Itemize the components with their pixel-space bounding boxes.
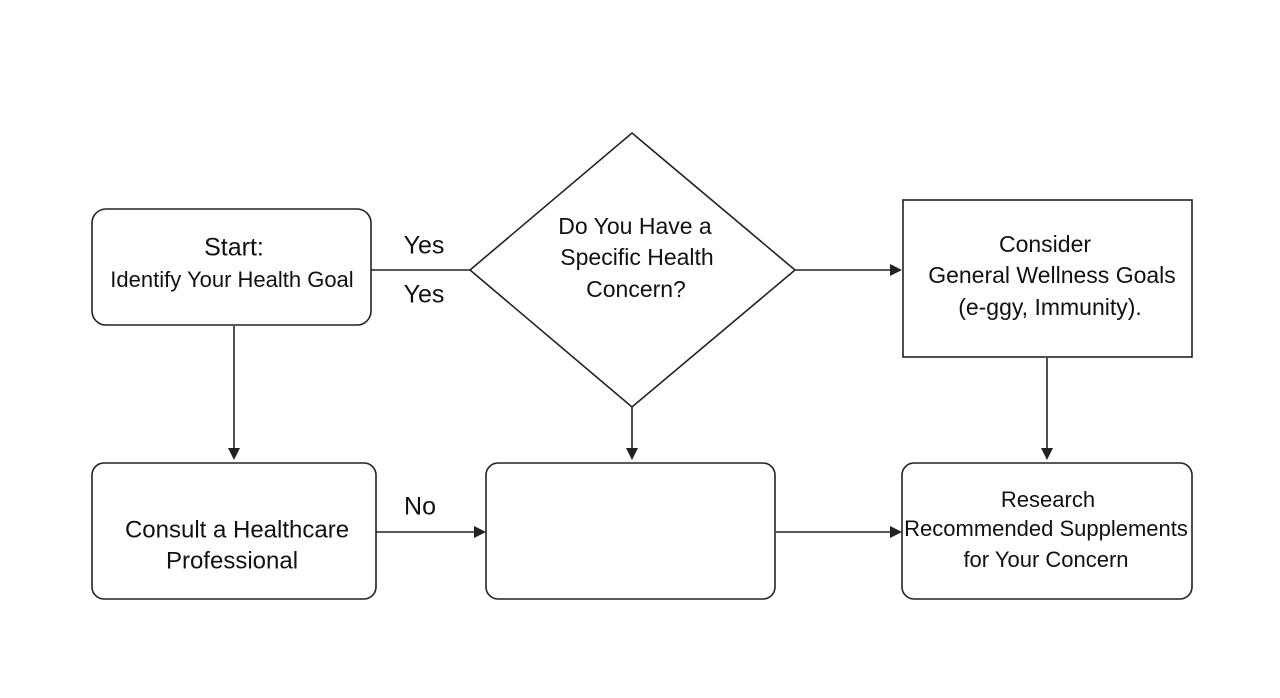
node-start-line-1: Start: bbox=[204, 234, 264, 262]
node-decision-line-2: Specific Health bbox=[560, 244, 713, 270]
edge-label-no: No bbox=[404, 493, 436, 521]
node-decision-line-1: Do You Have a bbox=[558, 213, 712, 239]
node-start-line-2: Identify Your Health Goal bbox=[110, 267, 353, 292]
edge-label-yes-top: Yes bbox=[404, 232, 445, 260]
node-consult-line-1: Consult a Healthcare bbox=[125, 516, 349, 543]
node-wellness-line-3: (e-ggy, Immunity). bbox=[958, 294, 1142, 320]
node-decision: Do You Have a Specific Health Concern? bbox=[468, 131, 797, 409]
node-consult-line-2: Professional bbox=[166, 547, 298, 574]
node-consult: Consult a Healthcare Professional bbox=[91, 462, 377, 600]
node-research: Research Recommended Supplements for You… bbox=[901, 462, 1193, 600]
node-start: Start: Identify Your Health Goal bbox=[91, 208, 372, 326]
edge-label-yes-bottom: Yes bbox=[404, 281, 445, 309]
node-decision-line-3: Concern? bbox=[586, 276, 686, 302]
node-research-line-3: for Your Concern bbox=[963, 547, 1128, 572]
node-research-line-2: Recommended Supplements bbox=[904, 516, 1188, 541]
node-research-line-1: Research bbox=[1001, 487, 1095, 512]
node-wellness-line-2: General Wellness Goals bbox=[928, 262, 1176, 288]
node-wellness-line-1: Consider bbox=[999, 231, 1091, 257]
node-middle bbox=[485, 462, 776, 600]
node-wellness: Consider General Wellness Goals (e-ggy, … bbox=[902, 199, 1193, 358]
